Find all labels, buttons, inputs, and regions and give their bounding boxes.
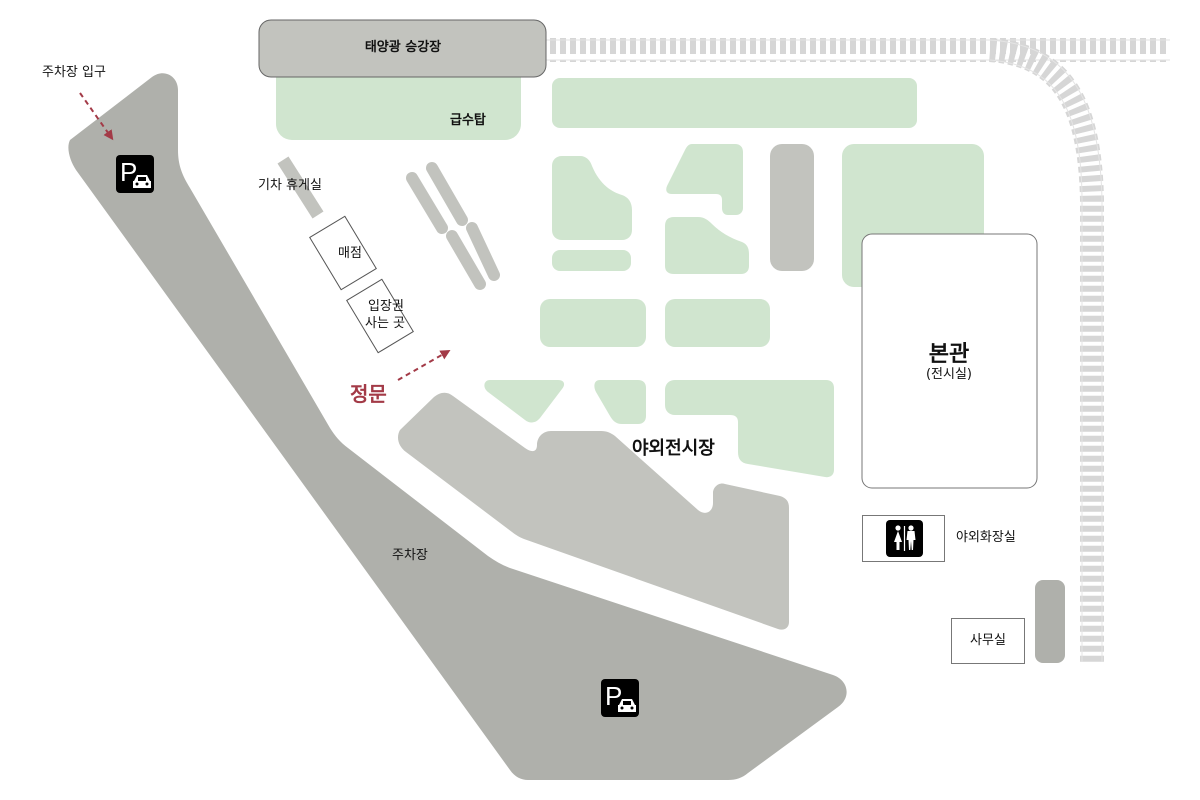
water-tower-label[interactable]: 급수탑: [450, 113, 486, 128]
water-tower-area: [276, 60, 521, 140]
main-building-sublabel: (전시실): [925, 367, 973, 383]
parking-entrance-label: 주차장 입구: [42, 65, 106, 80]
ticket-office-label-line2[interactable]: 사는 곳: [364, 316, 406, 332]
outdoor-restroom-label[interactable]: 야외화장실: [956, 530, 1016, 545]
office-label[interactable]: 사무실: [970, 633, 1006, 649]
parking-icon: P: [601, 679, 639, 717]
svg-text:P: P: [120, 157, 137, 187]
solar-platform-label[interactable]: 태양광 승강장: [364, 40, 442, 56]
train-lounge-label[interactable]: 기차 휴게실: [258, 178, 322, 193]
railway-track: [545, 38, 1170, 662]
main-building[interactable]: [861, 233, 1038, 489]
solar-platform-building: [258, 19, 547, 78]
restroom-icon: [886, 520, 923, 557]
outdoor-exhibition-label[interactable]: 야외전시장: [632, 438, 715, 459]
svg-text:P: P: [605, 681, 622, 711]
parking-icon: P: [116, 155, 154, 193]
main-gate-label[interactable]: 정문: [350, 382, 387, 406]
office-building[interactable]: [951, 618, 1025, 664]
parking-lot[interactable]: [68, 73, 847, 780]
office-annex: [1035, 580, 1065, 663]
parking-lot-label[interactable]: 주차장: [392, 548, 428, 563]
gray-structures: [258, 19, 814, 630]
main-building-label[interactable]: 본관: [928, 341, 970, 367]
shop-label[interactable]: 매점: [338, 246, 362, 262]
main-gate-arrow: [397, 350, 451, 381]
ticket-office-label-line1[interactable]: 입장권: [368, 299, 404, 315]
